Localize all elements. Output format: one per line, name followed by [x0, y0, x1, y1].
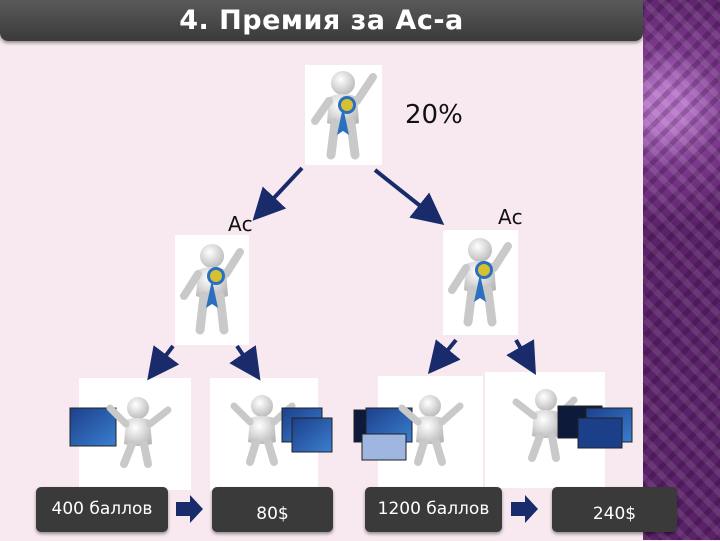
- box-arrows: [176, 495, 538, 523]
- arrow-left-to-card-2: [229, 344, 261, 381]
- bottom-figure-1: [69, 397, 172, 468]
- ac-label-left: Ас: [228, 212, 253, 236]
- right-award-figure: [448, 238, 512, 327]
- percent-label: 20%: [405, 100, 463, 130]
- arrow-right-to-card-4: [506, 339, 536, 375]
- points-box-right: 1200 баллов: [365, 487, 502, 532]
- top-award-figure: [311, 71, 377, 160]
- arrow-right-icon-2: [511, 495, 538, 523]
- arrow-right-icon-1: [176, 495, 203, 523]
- arrow-top-to-left: [252, 166, 304, 221]
- side-decoration: [643, 0, 720, 540]
- bottom-figure-2: [230, 395, 333, 466]
- money-box-left: 80$: [212, 487, 333, 532]
- points-box-left: 400 баллов: [36, 487, 168, 532]
- arrow-right-to-card-3: [427, 338, 461, 375]
- title-bar: [0, 0, 643, 41]
- arrows: [147, 166, 536, 381]
- slide-title: 4. Премия за Ас-а: [179, 5, 464, 36]
- bottom-figure-3: [353, 395, 464, 466]
- money-box-right: 240$: [552, 487, 677, 532]
- ac-label-right: Ас: [498, 205, 523, 229]
- arrow-left-to-card-1: [147, 344, 180, 381]
- arrow-top-to-right: [373, 168, 445, 225]
- bottom-figure-4: [512, 389, 633, 462]
- left-award-figure: [180, 244, 244, 335]
